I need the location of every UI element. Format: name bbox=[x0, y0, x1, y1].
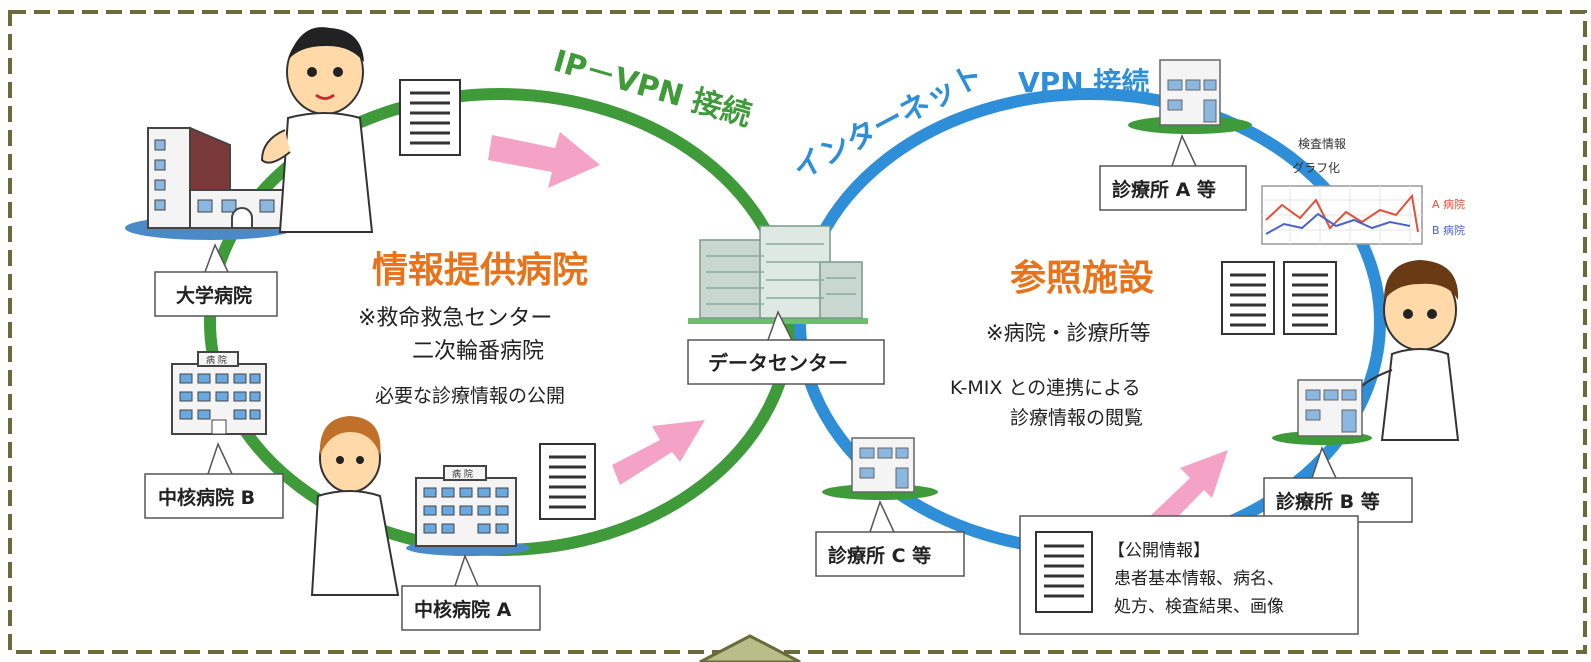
svg-text:診療所 B 等: 診療所 B 等 bbox=[1276, 490, 1380, 513]
vpn-label: VPN 接続 bbox=[1018, 66, 1149, 99]
public-info-box: 【公開情報】 患者基本情報、病名、 処方、検査結果、画像 bbox=[1019, 515, 1359, 635]
patient-figure-icon bbox=[1359, 260, 1460, 441]
graph-legend-a: A 病院 bbox=[1432, 197, 1465, 211]
node-label-university: 大学病院 bbox=[154, 243, 278, 317]
svg-text:診療所 A 等: 診療所 A 等 bbox=[1112, 178, 1216, 201]
public-info-line1: 患者基本情報、病名、 bbox=[1114, 569, 1284, 589]
graph-title-line2: グラフ化 bbox=[1292, 161, 1340, 175]
exam-graph: 検査情報 グラフ化 A 病院 B 病院 bbox=[1261, 137, 1465, 245]
upload-arrow-top bbox=[488, 132, 600, 188]
core-hospital-a-building-icon: 病 院 bbox=[406, 465, 530, 556]
core-hospital-b-building-icon: 病 院 bbox=[171, 351, 267, 435]
reference-title: 参照施設 bbox=[1010, 258, 1154, 299]
graph-legend-b: B 病院 bbox=[1432, 223, 1465, 237]
provider-title: 情報提供病院 bbox=[372, 250, 588, 291]
document-icon bbox=[539, 443, 596, 520]
datacenter-building-icon bbox=[688, 225, 868, 324]
university-hospital-building-icon bbox=[125, 126, 295, 240]
clinic-b-building-icon bbox=[1272, 379, 1372, 445]
reference-note: ※病院・診療所等 bbox=[986, 321, 1151, 345]
document-icon bbox=[1035, 531, 1093, 613]
svg-text:データセンター: データセンター bbox=[708, 351, 848, 375]
document-icon bbox=[399, 79, 461, 156]
node-label-datacenter: データセンター bbox=[687, 310, 885, 385]
node-label-core-b: 中核病院 B bbox=[144, 441, 284, 519]
document-icon bbox=[1221, 261, 1275, 335]
nurse-figure-icon bbox=[310, 416, 400, 596]
svg-text:中核病院 A: 中核病院 A bbox=[414, 598, 512, 621]
ip-vpn-label: IP－VPN 接続 bbox=[549, 44, 755, 134]
up-arrow-icon bbox=[699, 634, 801, 662]
node-label-core-a: 中核病院 A bbox=[401, 553, 541, 631]
provider-caption: 必要な診療情報の公開 bbox=[375, 385, 565, 407]
upload-arrow-bottom bbox=[612, 420, 705, 485]
clinic-c-building-icon bbox=[822, 437, 938, 500]
public-info-heading: 【公開情報】 bbox=[1108, 541, 1210, 561]
node-label-clinic-a: 診療所 A 等 bbox=[1099, 133, 1247, 211]
public-info-line2: 処方、検査結果、画像 bbox=[1114, 597, 1284, 617]
download-arrow bbox=[1146, 450, 1228, 535]
svg-text:病 院: 病 院 bbox=[452, 468, 473, 480]
node-label-clinic-b: 診療所 B 等 bbox=[1263, 445, 1413, 523]
node-label-clinic-c: 診療所 C 等 bbox=[815, 499, 965, 577]
provider-note-line2: 二次輪番病院 bbox=[412, 339, 544, 364]
svg-text:大学病院: 大学病院 bbox=[176, 284, 252, 307]
document-icon bbox=[1283, 261, 1337, 335]
svg-text:診療所 C 等: 診療所 C 等 bbox=[828, 544, 931, 567]
reference-caption-line2: 診療情報の閲覧 bbox=[1010, 407, 1143, 429]
doctor-figure-icon bbox=[260, 27, 374, 233]
svg-text:中核病院 B: 中核病院 B bbox=[158, 486, 255, 509]
reference-caption-line1: K-MIX との連携による bbox=[950, 377, 1141, 399]
graph-title-line1: 検査情報 bbox=[1298, 137, 1346, 151]
clinic-a-building-icon bbox=[1128, 59, 1252, 134]
provider-note-line1: ※救命救急センター bbox=[358, 306, 552, 331]
dashed-frame bbox=[8, 10, 1587, 654]
svg-text:病 院: 病 院 bbox=[206, 354, 227, 366]
